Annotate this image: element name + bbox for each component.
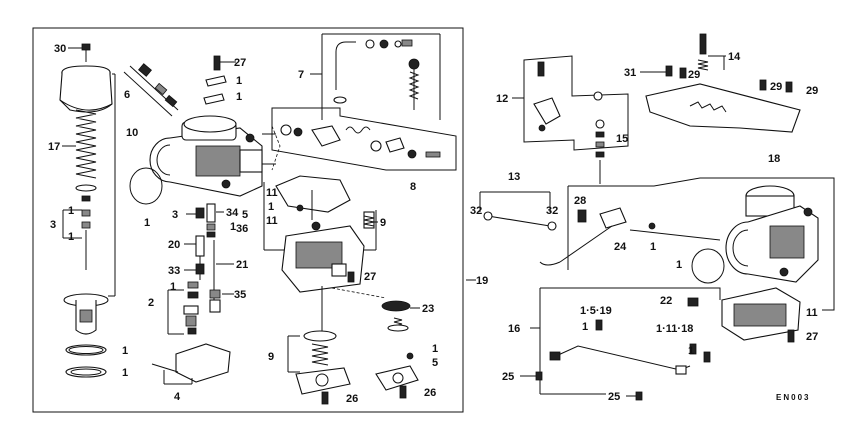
top-plate-14 [645,33,801,133]
piston-damper-assembly [59,43,116,378]
callout-32: 32 [470,205,482,217]
callout-1: 1 [170,281,176,293]
callout-9: 9 [268,351,274,363]
callout-36: 36 [236,223,248,235]
diagram-code: EN003 [776,393,810,402]
callout-21: 21 [236,259,248,271]
callout-5: 5 [432,357,438,369]
callout-34: 34 [226,207,239,219]
callout-27: 27 [364,271,376,283]
gasket-ring-right [691,248,725,284]
callout-19: 19 [476,275,488,287]
leader-lines [62,47,726,397]
callout-11: 11 [806,307,818,319]
callout-33: 33 [168,265,180,277]
callout-1: 1 [236,91,242,103]
jet-parts-column [183,203,221,335]
callout-10: 10 [126,127,138,139]
callout-22: 22 [660,295,672,307]
callout-6: 6 [124,89,130,101]
callout-11: 11 [266,187,278,199]
callout-1-11-18: 1·11·18 [656,323,693,335]
choke-lever-4 [151,343,231,383]
callout-17: 17 [48,141,60,153]
callout-1: 1 [68,205,74,217]
connecting-shaft-13 [479,191,557,231]
callout-24: 24 [614,241,627,253]
throttle-shaft-frame [271,107,457,171]
callout-3: 3 [172,209,178,221]
spring-9-upper [363,211,375,229]
callout-1: 1 [236,75,242,87]
callout-12: 12 [496,93,508,105]
float-chamber-right [721,287,801,341]
left-assembly-frame [32,27,464,413]
gasket-ring-left [129,167,163,205]
callout-1: 1 [122,367,128,379]
callout-27: 27 [234,57,246,69]
callout-13: 13 [508,171,520,183]
accelerator-pump [295,286,351,395]
screw-26-right [399,385,407,399]
callout-1: 1 [676,259,682,271]
fast-idle-clips [203,55,227,105]
callout-1: 1 [268,201,274,213]
mixture-screw-parts [123,63,179,117]
callout-2: 2 [148,297,154,309]
callout-1: 1 [122,345,128,357]
callout-29: 29 [806,85,818,97]
float-chamber-gasket [275,175,351,213]
screw-27 [347,271,355,283]
screw-26-left [321,391,329,405]
diaphragm-23 [331,287,411,332]
callout-11: 11 [266,215,278,227]
callout-1: 1 [688,345,694,357]
carburetor-body-left [149,115,281,197]
lever-12-parts [533,61,605,184]
throttle-shaft-parts [280,124,441,159]
callout-25: 25 [608,391,620,403]
callout-29: 29 [770,81,782,93]
callout-4: 4 [174,391,181,403]
callout-20: 20 [168,239,180,251]
callout-8: 8 [410,181,416,193]
callout-26: 26 [346,393,358,405]
callout-14: 14 [728,51,741,63]
callout-25: 25 [502,371,514,383]
callout-labels: 30 10 17 3 1 1 4 1 1 6 27 1 1 1 7 8 3 34… [48,43,818,405]
callout-30: 30 [54,43,66,55]
float-chamber-body [281,190,365,293]
callout-5: 5 [242,209,248,221]
callout-27: 27 [806,331,818,343]
throttle-link-24 [539,207,721,266]
callout-16: 16 [508,323,520,335]
pump-cover-right [375,352,419,391]
callout-32: 32 [546,205,558,217]
callout-29: 29 [688,69,700,81]
callout-15: 15 [616,133,628,145]
screw-27-right [787,329,795,343]
linkage-rod-16 [535,297,711,401]
callout-31: 31 [624,67,636,79]
callout-1: 1 [650,241,656,253]
callout-1: 1 [230,221,236,233]
callout-1: 1 [144,217,150,229]
callout-3: 3 [50,219,56,231]
callout-28: 28 [574,195,586,207]
lever-bracket-frame [523,55,629,151]
callout-1: 1 [68,231,74,243]
callout-35: 35 [234,289,246,301]
carburetor-body-right [725,185,819,283]
callout-1: 1 [582,321,588,333]
linkage-rod-7 [333,39,420,110]
callout-9: 9 [380,217,386,229]
callout-23: 23 [422,303,434,315]
callout-26: 26 [424,387,436,399]
callout-1-5-19: 1·5·19 [580,305,612,317]
callout-18: 18 [768,153,780,165]
callout-1: 1 [432,343,438,355]
callout-7: 7 [298,69,304,81]
